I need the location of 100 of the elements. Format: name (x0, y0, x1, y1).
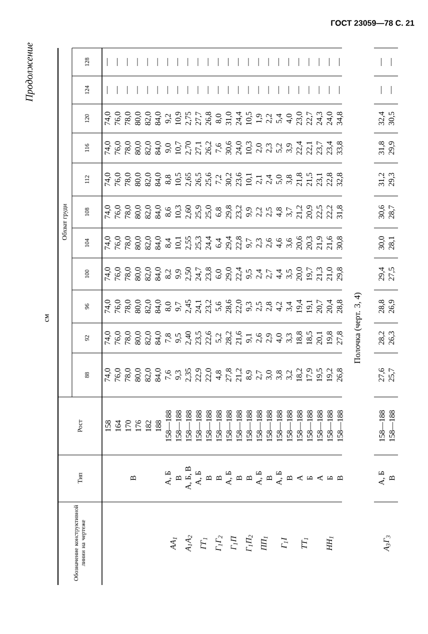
measurement-value: 23,5 (196, 331, 202, 345)
measurement-value: 23,1 (316, 172, 324, 186)
measurement-value: 3,9 (286, 143, 293, 153)
measurement-value: 5,2 (216, 333, 222, 343)
measurement-value: 2,40 (185, 331, 192, 345)
measurement-value: — (258, 58, 259, 66)
height-value: 158—188 (327, 410, 333, 442)
height-value: 158—188 (389, 410, 395, 442)
measurement-value: 10,5 (246, 112, 253, 125)
measurement-value: 24,7 (196, 267, 202, 281)
measurement-value: 9,1 (246, 333, 253, 343)
height-value: 158—188 (166, 410, 172, 442)
height-value: 158—188 (226, 410, 232, 442)
measurement-value: 4,8 (276, 207, 283, 217)
measurement-value: 25,9 (196, 205, 202, 219)
line-designation: Г$_{1}$I (281, 537, 288, 548)
measurement-value: 23,0 (296, 112, 303, 126)
measurement-value: 8,4 (165, 238, 172, 248)
measurement-value: 9,2 (165, 114, 172, 124)
line-designation: Г$_{1}$П$_{2}$ (246, 534, 253, 552)
measurement-value: 29,3 (388, 172, 396, 186)
measurement-value: 2,7 (256, 370, 263, 380)
measurement-value: 34,8 (336, 112, 344, 126)
measurement-value: 22,0 (206, 368, 212, 382)
measurement-value: 76,0 (114, 172, 122, 186)
measurement-value: — (298, 86, 300, 94)
line-designation: ГГ$_{1}$ (200, 538, 208, 550)
measurement-value: 5,6 (216, 302, 222, 312)
measurement-value: 29,8 (336, 267, 344, 281)
measurement-value: 23,4 (326, 141, 334, 155)
measurement-value: 25,0 (206, 205, 212, 219)
measurement-value: 19,7 (306, 267, 314, 280)
measurement-value: 28,8 (378, 300, 386, 314)
measurement-value: 29,8 (226, 205, 232, 219)
line-designation: НН$_{1}$ (326, 536, 334, 551)
measurement-value: 74,0 (104, 368, 112, 382)
measurement-value: — (258, 86, 259, 94)
measurement-value: 4,4 (276, 269, 283, 279)
measurement-value: 21,0 (326, 267, 334, 281)
garment-type: В (286, 476, 292, 480)
measurement-value: 3,2 (286, 370, 293, 380)
measurement-value: 8,6 (165, 207, 172, 217)
garment-type: А, Б (196, 471, 202, 486)
garment-type: В (130, 476, 136, 480)
measurement-value: — (278, 86, 279, 94)
garment-type: А, Б, В (185, 466, 192, 490)
measurement-value: 32,8 (336, 172, 344, 186)
measurement-value: 2,4 (266, 174, 273, 184)
measurement-value: 9,9 (175, 269, 182, 279)
line-designation: А$_{1}$А$_{2}$ (185, 535, 192, 552)
measurement-value: 4,6 (276, 238, 283, 248)
measurement-value: 9,5 (246, 269, 253, 279)
measurement-value: 80,0 (135, 205, 142, 219)
measurement-value: 9,3 (246, 302, 253, 312)
measurement-value: 31,2 (378, 172, 386, 186)
measurement-value: 22,5 (316, 205, 324, 219)
measurement-value: 24,4 (236, 112, 242, 126)
measurement-value: 23,2 (236, 205, 242, 219)
measurement-value: 2,70 (185, 141, 192, 155)
measurement-value: 3,0 (266, 370, 273, 380)
garment-type: А, Б (378, 471, 386, 486)
measurement-value: — (127, 58, 128, 66)
measurement-value: 74,0 (104, 331, 112, 344)
measurement-value: 31,8 (378, 141, 386, 155)
measurement-value: 2,3 (256, 238, 263, 248)
measurement-value: — (167, 86, 168, 94)
measurement-value: 27,8 (336, 331, 344, 345)
measurement-value: 9,3 (175, 370, 182, 380)
measurement-value: 10,7 (175, 141, 182, 154)
measurement-value: 20,6 (296, 236, 303, 250)
measurement-value: 82,0 (145, 141, 152, 155)
measurement-value: 20,9 (306, 205, 314, 219)
measurement-value: 7,2 (216, 174, 222, 184)
measurement-value: 82,0 (145, 368, 152, 382)
height-value: 158—188 (186, 410, 192, 442)
measurement-value: 78,0 (124, 300, 132, 313)
height-value: 182 (146, 420, 152, 432)
measurement-value: — (137, 58, 138, 66)
measurement-value: 30,6 (378, 205, 386, 219)
measurement-value: 80,0 (135, 112, 142, 126)
garment-type: В (337, 476, 343, 480)
measurement-value: 29,4 (378, 267, 386, 281)
measurement-value: 84,0 (155, 172, 162, 186)
measurement-value: 9,7 (246, 238, 253, 248)
measurement-value: 74,0 (104, 300, 112, 313)
height-value: 158—188 (236, 410, 242, 442)
measurement-value: 30,0 (378, 236, 386, 250)
measurement-value: 24,4 (206, 236, 212, 250)
measurement-value: — (167, 58, 168, 66)
measurement-value: 23,8 (206, 267, 212, 281)
measurement-value: 17,9 (306, 368, 314, 382)
measurement-value: 21,5 (306, 172, 314, 186)
measurement-value: 74,0 (104, 205, 112, 218)
measurement-value: 24,1 (196, 300, 202, 314)
measurement-value: 2,4 (256, 269, 263, 279)
measurement-value: 82,0 (145, 331, 152, 345)
measurement-value: 80,0 (135, 172, 142, 186)
height-value: 158 (105, 420, 111, 432)
line-designation: А$_{3}$Г$_{3}$ (384, 535, 390, 552)
measurement-value: 29,0 (226, 267, 232, 281)
